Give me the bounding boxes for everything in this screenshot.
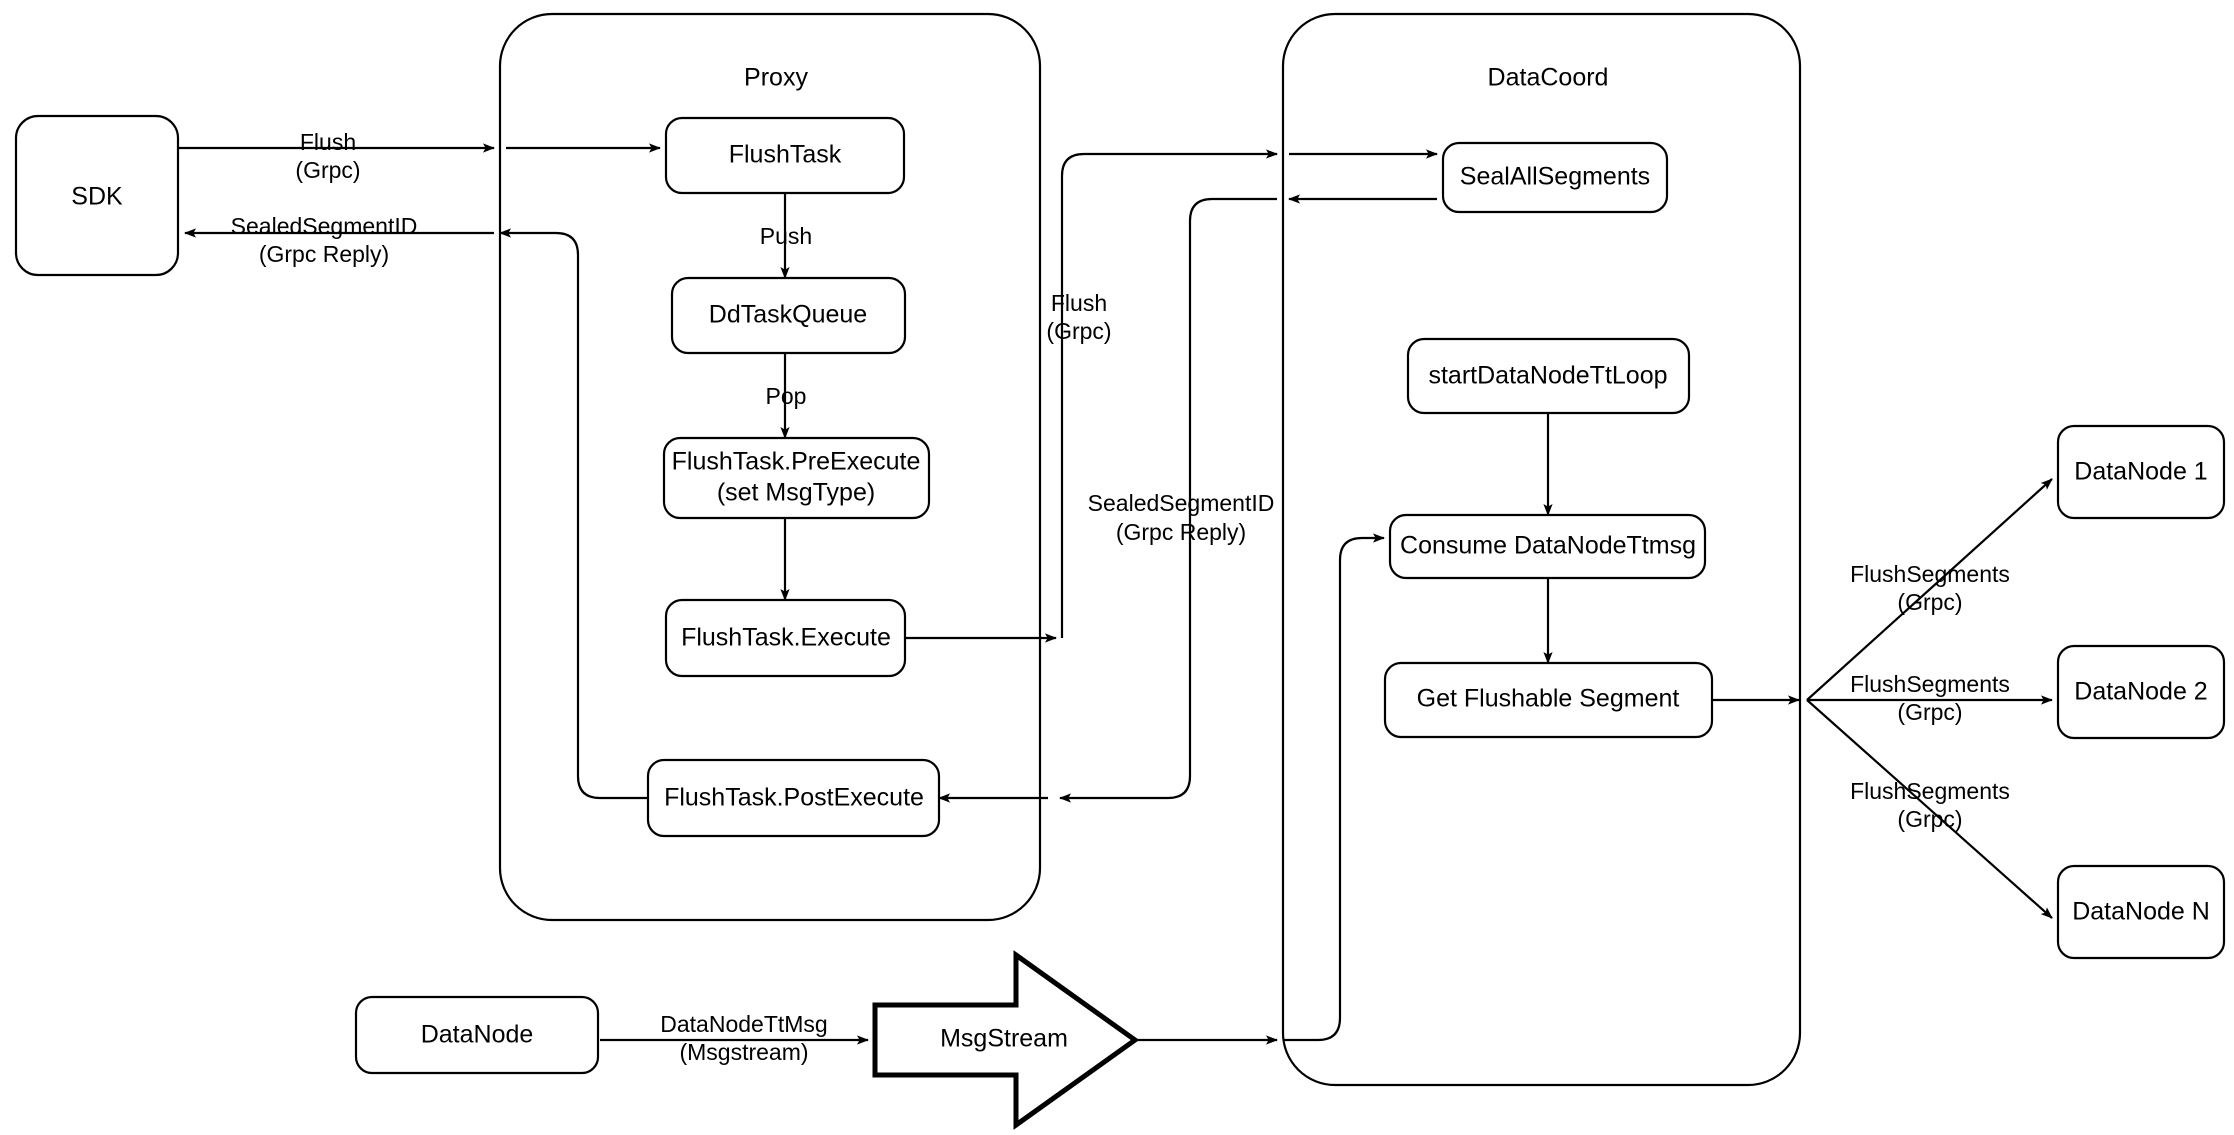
preexecute-label-line1: FlushTask.PreExecute [672, 448, 921, 476]
node-datanode-2[interactable]: DataNode 2 [2056, 644, 2226, 740]
edge-label-flushsegmentsn-line1: FlushSegments [1850, 778, 2010, 804]
edge-fanout-to-datanoden [1806, 699, 2053, 919]
datanode-2-box[interactable] [2056, 644, 2226, 740]
group-proxy: Proxy [498, 12, 1042, 922]
edge-label-flushsegmentsn-line2: (Grpc) [1897, 806, 1962, 832]
edge-label-flushsegments2-line1: FlushSegments [1850, 671, 2010, 697]
edge-label-pop: Pop [766, 383, 807, 409]
edge-label-sealed-mid-line2: (Grpc Reply) [1116, 519, 1246, 545]
group-datacoord: DataCoord [1281, 12, 1802, 1087]
msgstream-arrow-shape[interactable] [872, 950, 1140, 1130]
datanode-n-box[interactable] [2056, 864, 2226, 960]
execute-box[interactable] [664, 598, 907, 678]
edge-label-flushsegments1-line2: (Grpc) [1897, 589, 1962, 615]
datanode-n-label: DataNode N [2072, 898, 2210, 926]
postexecute-box[interactable] [646, 758, 941, 838]
edge-label-sealed-reply-line2: (Grpc Reply) [259, 241, 389, 267]
node-datanode-n[interactable]: DataNode N [2056, 864, 2226, 960]
node-flushtask-execute[interactable]: FlushTask.Execute [664, 598, 907, 678]
proxy-container-border [498, 12, 1042, 922]
edge-label-sealed-mid-line1: SealedSegmentID [1088, 490, 1275, 516]
ddtaskqueue-label: DdTaskQueue [709, 301, 867, 329]
datanode-2-label: DataNode 2 [2074, 678, 2207, 706]
node-sealallsegments[interactable]: SealAllSegments [1441, 141, 1669, 214]
edge-msgstream-rail-to-consume [1283, 533, 1385, 1042]
preexecute-box[interactable] [662, 436, 931, 520]
edge-label-flushsegments2-line2: (Grpc) [1897, 699, 1962, 725]
proxy-group-label: Proxy [744, 64, 808, 92]
edge-fanout-to-datanode1 [1806, 478, 2053, 701]
sdk-label: SDK [71, 183, 123, 211]
sdk-box[interactable] [14, 114, 180, 277]
datanode-1-label: DataNode 1 [2074, 458, 2207, 486]
node-flushtask-postexecute[interactable]: FlushTask.PostExecute [646, 758, 941, 838]
msgstream-label: MsgStream [940, 1025, 1068, 1053]
node-startdatanodettloop[interactable]: startDataNodeTtLoop [1406, 337, 1691, 415]
startdatanodettloop-box[interactable] [1406, 337, 1691, 415]
edge-label-datanodettmsg-line1: DataNodeTtMsg [660, 1011, 827, 1037]
edge-label-flush-mid-line1: Flush [1051, 290, 1107, 316]
consume-datanodettmsg-box[interactable] [1388, 513, 1707, 580]
datacoord-group-label: DataCoord [1488, 64, 1609, 92]
node-datanode-1[interactable]: DataNode 1 [2056, 424, 2226, 520]
get-flushable-segment-box[interactable] [1383, 661, 1714, 739]
edge-postexecute-to-reply-rail [499, 228, 648, 800]
datacoord-container-border [1281, 12, 1802, 1087]
node-sdk[interactable]: SDK [14, 114, 180, 277]
get-flushable-segment-label: Get Flushable Segment [1417, 685, 1680, 713]
startdatanodettloop-label: startDataNodeTtLoop [1428, 362, 1667, 390]
node-ddtaskqueue[interactable]: DdTaskQueue [670, 276, 907, 355]
edge-label-push: Push [760, 223, 812, 249]
postexecute-label: FlushTask.PostExecute [664, 784, 924, 812]
execute-label: FlushTask.Execute [681, 624, 891, 652]
node-datanode-source[interactable]: DataNode [354, 995, 600, 1075]
node-flushtask-preexecute[interactable]: FlushTask.PreExecute (set MsgType) [662, 436, 931, 520]
sealallsegments-label: SealAllSegments [1460, 163, 1650, 191]
flushtask-label: FlushTask [729, 141, 842, 169]
node-flushtask[interactable]: FlushTask [664, 116, 906, 195]
edge-label-datanodettmsg-line2: (Msgstream) [679, 1039, 808, 1065]
node-msgstream[interactable]: MsgStream [872, 950, 1140, 1130]
node-consume-datanodettmsg[interactable]: Consume DataNodeTtmsg [1388, 513, 1707, 580]
consume-datanodettmsg-label: Consume DataNodeTtmsg [1400, 532, 1696, 560]
ddtaskqueue-box[interactable] [670, 276, 907, 355]
preexecute-label-line2: (set MsgType) [717, 479, 875, 507]
datanode-1-box[interactable] [2056, 424, 2226, 520]
edge-label-flush-mid-line2: (Grpc) [1046, 318, 1111, 344]
datanode-source-box[interactable] [354, 995, 600, 1075]
flushtask-box[interactable] [664, 116, 906, 195]
edge-label-flush-grpc-line1: Flush [300, 129, 356, 155]
node-get-flushable-segment[interactable]: Get Flushable Segment [1383, 661, 1714, 739]
edge-label-sealed-reply-line1: SealedSegmentID [231, 213, 418, 239]
sealallsegments-box[interactable] [1441, 141, 1669, 214]
edge-flush-rail-to-datacoord [1060, 149, 1278, 638]
edge-label-flushsegments1-line1: FlushSegments [1850, 561, 2010, 587]
edge-label-flush-grpc-line2: (Grpc) [295, 157, 360, 183]
datanode-source-label: DataNode [421, 1021, 534, 1049]
edge-sealedsegmentid-rail-down [1059, 197, 1277, 803]
